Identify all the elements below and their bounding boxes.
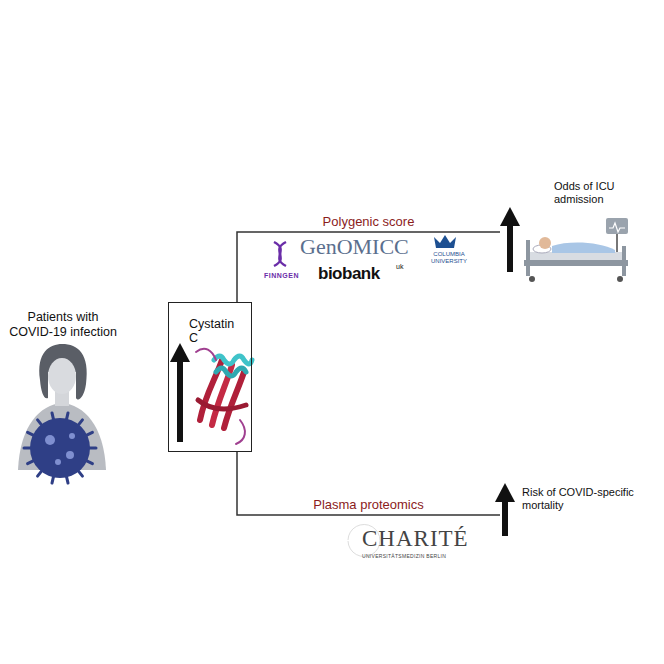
finngen-icon xyxy=(274,242,286,266)
patient-face xyxy=(48,358,76,394)
columbia-crown xyxy=(434,235,456,248)
arrow-head xyxy=(500,207,520,226)
logo-text: GenOMICC xyxy=(300,234,409,260)
up-arrow xyxy=(170,343,190,442)
bed-frame xyxy=(524,260,628,266)
edge-label: Polygenic score xyxy=(321,214,417,229)
alpha-helix xyxy=(216,368,246,376)
wheel xyxy=(617,276,623,282)
patient-caption: Patients with COVID-19 infection xyxy=(8,310,118,340)
beta-strand xyxy=(198,400,246,409)
virus-dot xyxy=(66,451,74,459)
arrow-head xyxy=(495,483,515,502)
monitor xyxy=(606,218,628,234)
monitor-trace xyxy=(609,223,625,232)
arrow-head xyxy=(170,343,190,362)
logo-text: UNIVERSITÄTSMEDIZIN BERLIN xyxy=(362,553,446,559)
arrow-shaft xyxy=(177,360,183,442)
bed-post xyxy=(622,246,626,276)
connector xyxy=(237,232,500,302)
logo-text: COLUMBIA UNIVERSITY xyxy=(426,251,472,265)
beta-strand xyxy=(224,372,244,428)
helix-strand xyxy=(274,242,286,266)
logo-text: uk xyxy=(396,263,403,270)
node-text: Cystatin C xyxy=(189,317,245,345)
outcome-node: Risk of COVID-specific mortality xyxy=(500,482,644,538)
helix-strand xyxy=(274,242,286,266)
icu-bed xyxy=(524,218,628,282)
virus-dot xyxy=(55,459,61,465)
virus-dot xyxy=(45,435,55,445)
wheel xyxy=(529,276,535,282)
logo-text: CHARITÉ xyxy=(362,526,469,552)
node-text: Odds of ICU admission xyxy=(554,180,636,206)
logo-text: biobank xyxy=(318,264,380,284)
outcome-node: Odds of ICU admission xyxy=(500,178,640,290)
connector xyxy=(237,452,500,515)
virus xyxy=(24,413,96,483)
arrow-shaft xyxy=(507,224,513,272)
node-text: Patients with COVID-19 infection xyxy=(8,310,118,340)
loop xyxy=(196,349,245,444)
arrow-shaft xyxy=(502,500,508,536)
virus-dot xyxy=(69,433,75,439)
up-arrow xyxy=(500,207,520,272)
crown xyxy=(434,235,456,248)
edge-label: Plasma proteomics xyxy=(311,497,426,512)
patient-head xyxy=(539,237,551,249)
biomarker-box: Cystatin C xyxy=(168,302,252,452)
logo-text: FINNGEN xyxy=(264,272,299,279)
up-arrow xyxy=(495,483,515,536)
node-text: Risk of COVID-specific mortality xyxy=(522,486,642,512)
patient-hair xyxy=(39,344,86,399)
monitor-pole xyxy=(616,234,618,254)
virus-body xyxy=(30,418,90,478)
alpha-helix xyxy=(214,356,252,364)
blanket xyxy=(552,243,615,253)
bed-post xyxy=(526,240,530,276)
protein-structure xyxy=(196,349,252,444)
